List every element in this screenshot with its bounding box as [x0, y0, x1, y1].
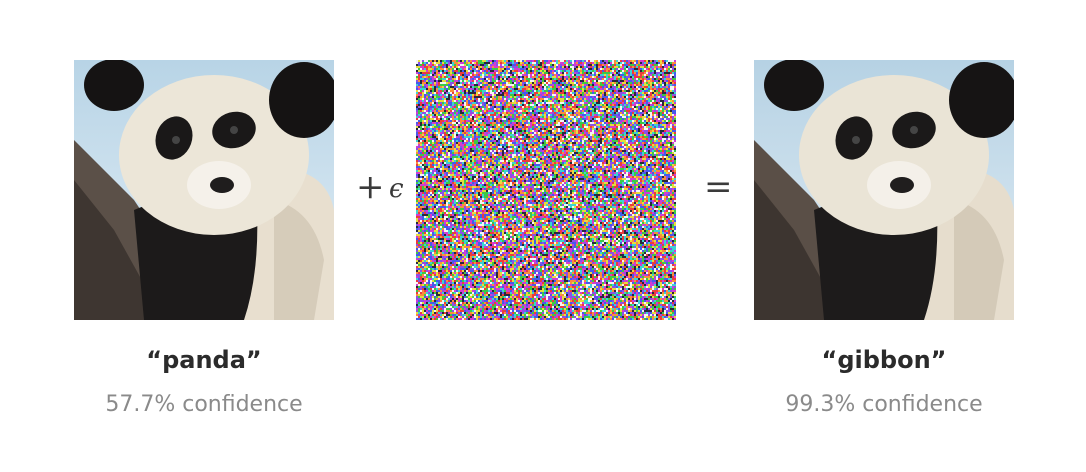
- right-confidence: 99.3% confidence: [785, 392, 983, 417]
- left-class-label: “panda”: [146, 346, 262, 374]
- plus-operator: +: [356, 167, 385, 207]
- equals-operator: =: [704, 167, 733, 207]
- noise-pattern: [416, 60, 676, 320]
- panda-illustration: [754, 60, 1014, 320]
- right-class-label: “gibbon”: [821, 346, 947, 374]
- perturbation-noise-image: [416, 60, 676, 320]
- panda-image: [74, 60, 334, 320]
- panda-illustration: [74, 60, 334, 320]
- left-confidence: 57.7% confidence: [105, 392, 303, 417]
- epsilon-symbol: ϵ: [389, 174, 404, 204]
- adversarial-panda-image: [754, 60, 1014, 320]
